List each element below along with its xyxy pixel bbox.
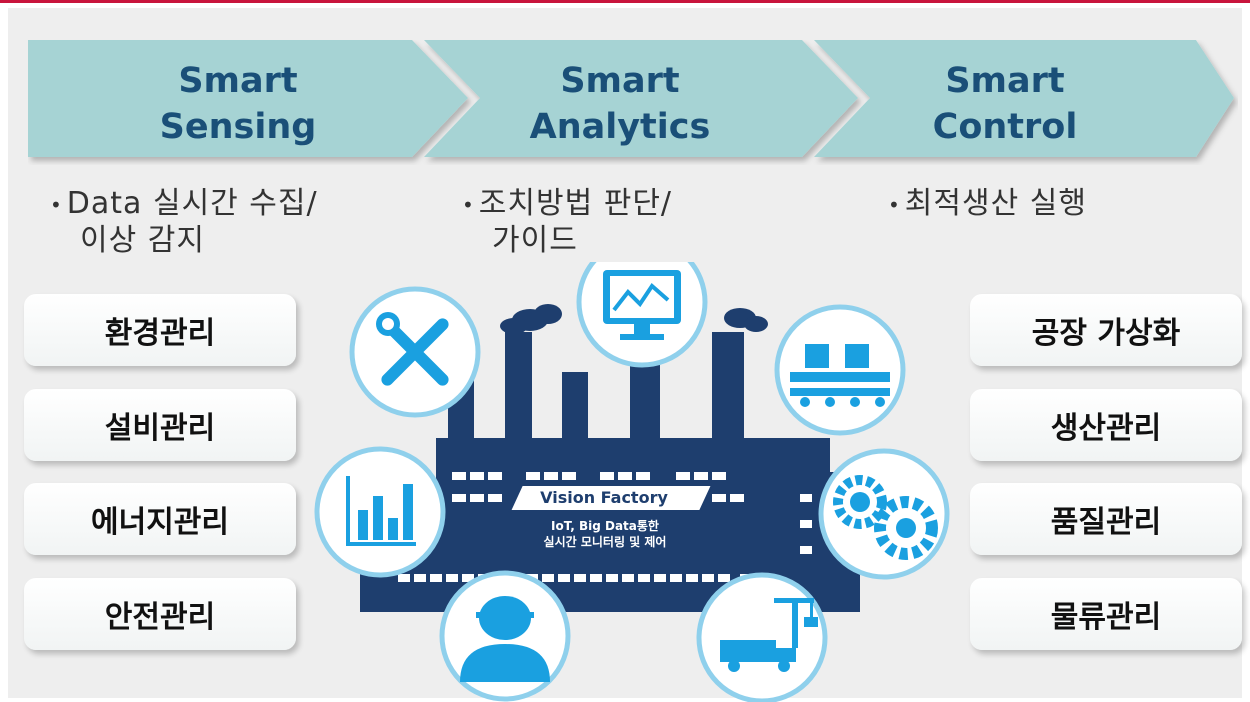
right-item-quality: 품질관리 [970,483,1242,555]
stage-label-line2: Analytics [529,107,711,147]
production-line-icon [774,304,906,436]
factory-subtitle-line2: 실시간 모니터링 및 제어 [543,535,667,549]
stage-label-line1: Smart [560,61,680,101]
stage-chevrons [28,40,1234,157]
factory-subtitle: IoT, Big Data통한 실시간 모니터링 및 제어 [500,518,710,550]
factory-title-plate [508,484,714,512]
left-item-energy: 에너지관리 [24,483,296,555]
desc-line1: Data 실시간 수집/ [66,186,318,221]
chimney [505,332,532,438]
chimney [712,332,744,438]
right-item-production: 생산관리 [970,389,1242,461]
desc-line2: 이상 감지 [80,222,205,258]
bullet-icon: • [888,192,901,217]
bar-chart-icon [314,446,446,578]
right-item-factory-virtualization: 공장 가상화 [970,294,1242,366]
desc-line1: 최적생산 실행 [904,186,1087,221]
stage-label-line1: Smart [178,61,298,101]
bullet-icon: • [50,192,63,217]
chimney [562,372,588,438]
chevron-smart-control [814,40,1234,157]
chevron-smart-sensing [28,40,468,157]
logistics-icon [696,572,828,702]
factory-subtitle-line1: IoT, Big Data통한 [551,519,659,533]
tools-icon [349,286,481,418]
stage-label-line2: Control [932,107,1078,147]
stage-label-line2: Sensing [159,107,317,147]
stage-label-sensing: Smart Sensing [88,58,388,150]
stage-desc-sensing: •Data 실시간 수집/ 이상 감지 [50,186,318,259]
vision-factory-diagram: Vision Factory IoT, Big Data통한 실시간 모니터링 … [300,262,980,702]
stage-label-analytics: Smart Analytics [470,58,770,150]
factory-building [360,438,860,612]
monitor-chart-icon [576,262,708,368]
left-item-safety: 안전관리 [24,578,296,650]
left-item-environment: 환경관리 [24,294,296,366]
stage-label-line1: Smart [945,61,1065,101]
factory-illustration [314,262,950,702]
desc-line2: 가이드 [492,222,578,258]
right-item-logistics: 물류관리 [970,578,1242,650]
factory-title: Vision Factory [540,488,668,507]
desc-line1: 조치방법 판단/ [478,186,673,221]
worker-icon [439,570,571,702]
gears-icon [818,448,950,580]
left-item-equipment: 설비관리 [24,389,296,461]
stage-desc-control: •최적생산 실행 [888,186,1087,223]
top-accent-border [0,0,1250,3]
chevron-smart-analytics [424,40,858,157]
bullet-icon: • [462,192,475,217]
stage-label-control: Smart Control [855,58,1155,150]
stage-desc-analytics: •조치방법 판단/ 가이드 [462,186,672,259]
